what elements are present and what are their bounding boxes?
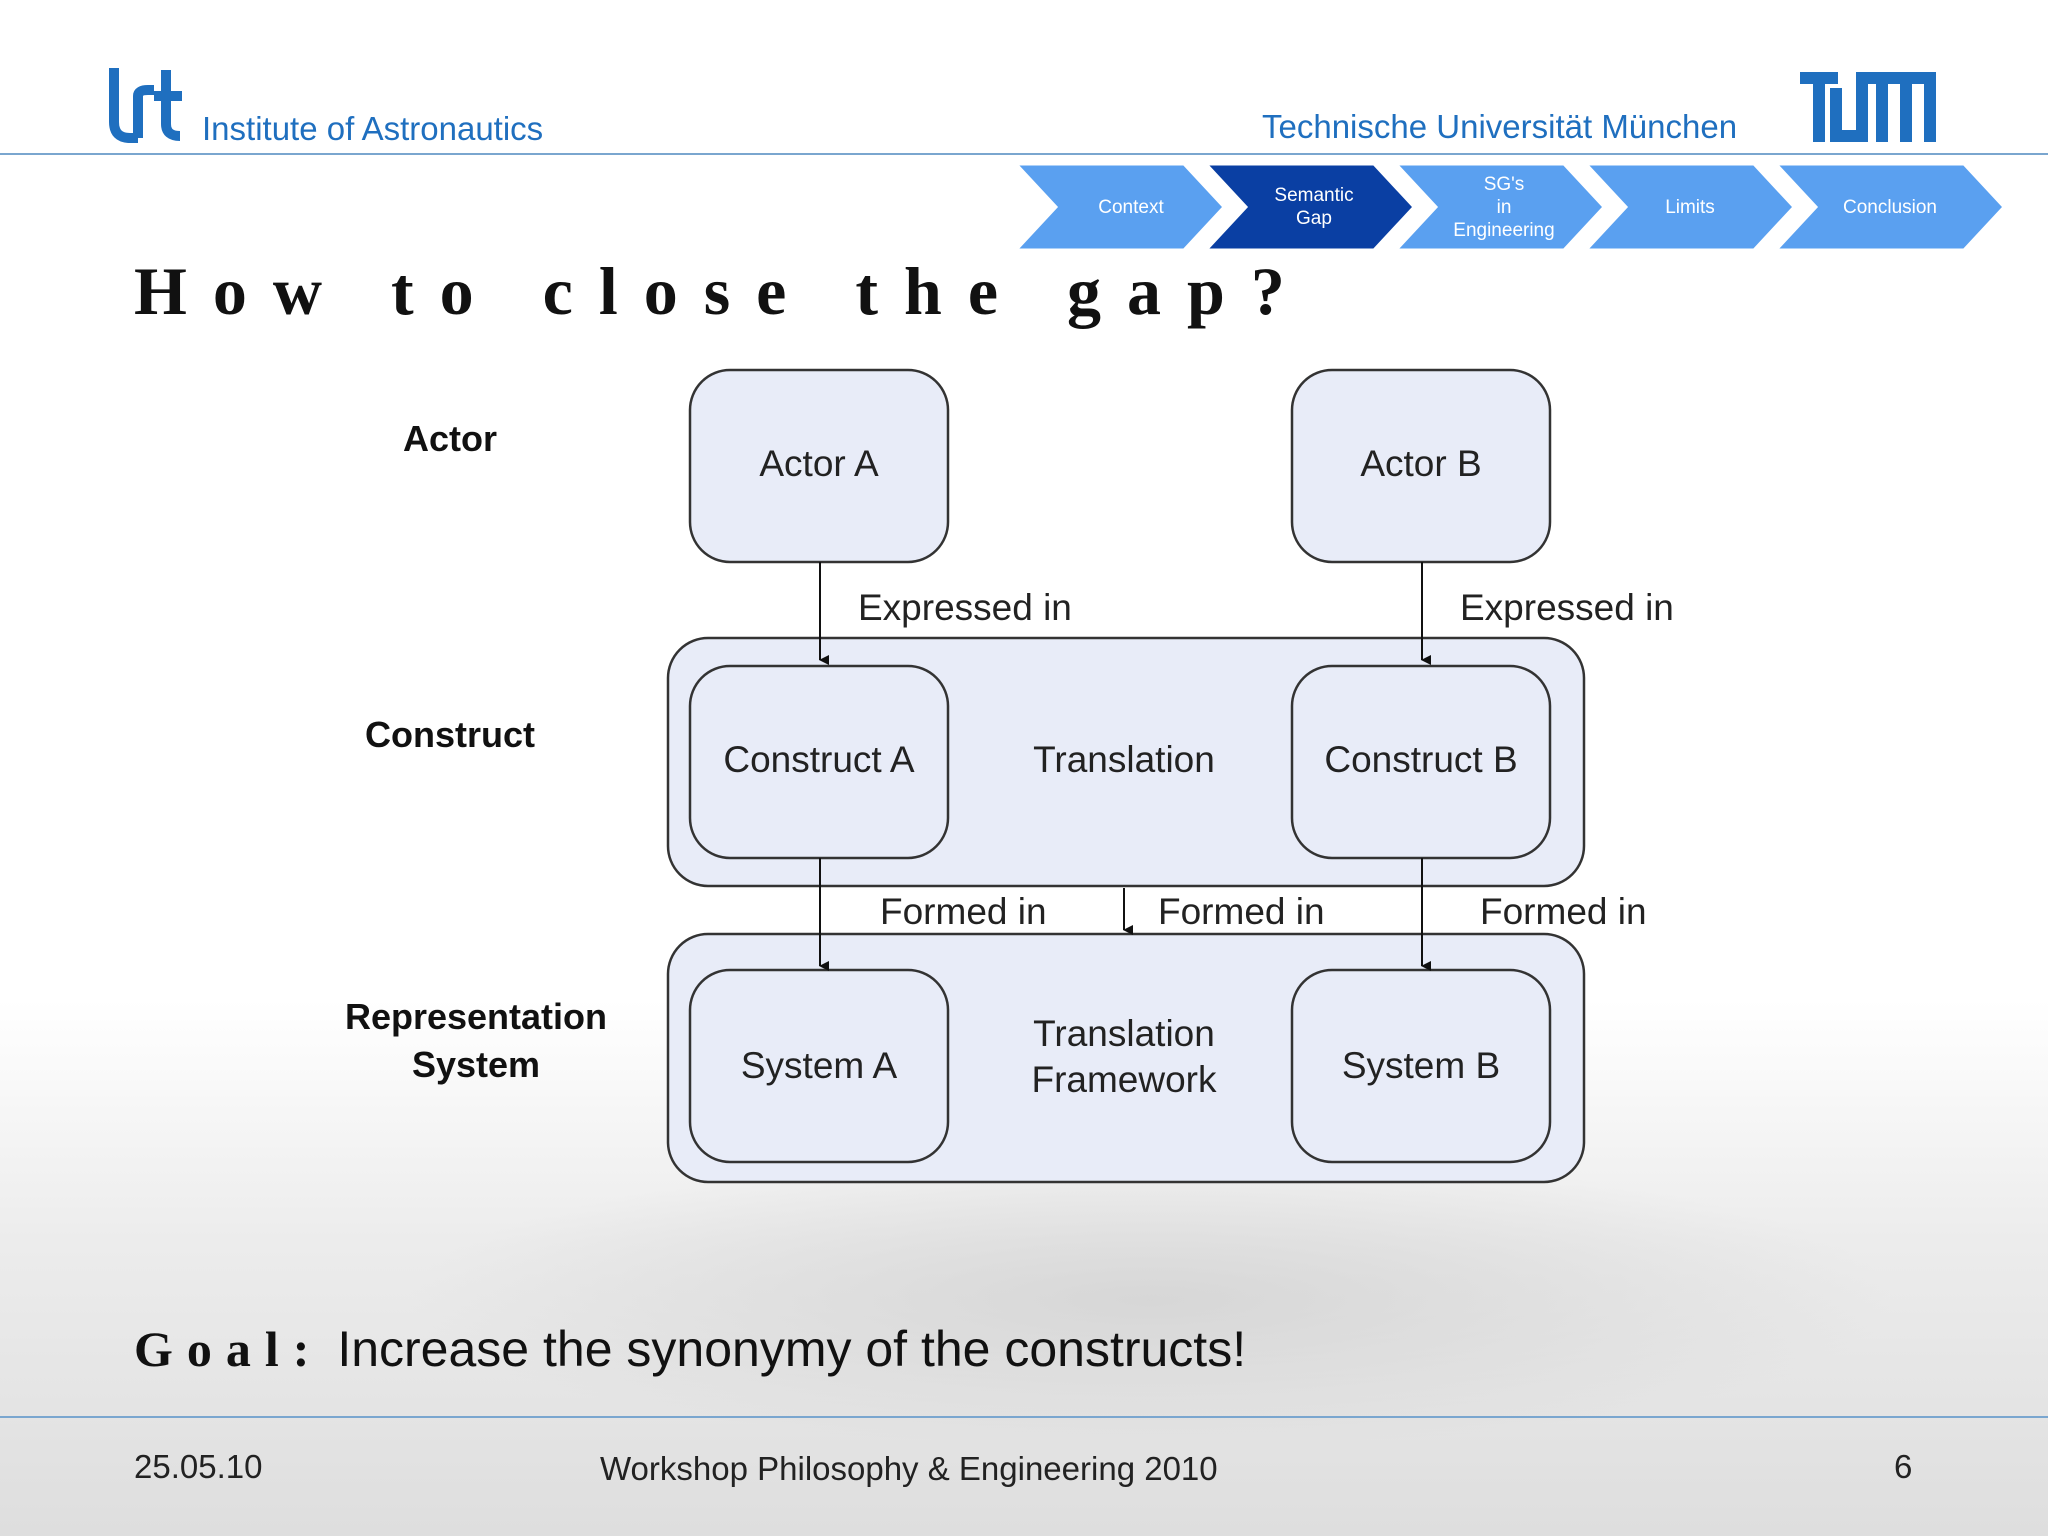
slide-title: How to close the gap? xyxy=(134,253,1311,329)
nav-chevrons xyxy=(1016,164,2006,250)
row-label-construct: Construct xyxy=(365,714,535,755)
nav-step-limits[interactable]: Limits xyxy=(1665,196,1715,218)
edge-label-formed-mid: Formed in xyxy=(1158,891,1325,932)
university-name: Technische Universität München xyxy=(1262,108,1738,145)
edge-label-expressed-b: Expressed in xyxy=(1460,587,1674,628)
row-label-representation-line2: System xyxy=(411,1044,541,1085)
framework-label-line2: Framework xyxy=(1031,1059,1217,1100)
actor-a-label: Actor A xyxy=(759,443,879,484)
footer-rule xyxy=(0,1416,2048,1418)
lrt-logo xyxy=(109,68,182,143)
nav-chevron-semantic-gap[interactable] xyxy=(1203,164,1417,250)
tum-logo xyxy=(1800,72,1936,142)
translation-label: Translation xyxy=(1033,739,1215,780)
system-b-label: System B xyxy=(1342,1045,1500,1086)
institute-name: Institute of Astronautics xyxy=(202,110,544,147)
edge-label-formed-b: Formed in xyxy=(1480,891,1647,932)
nav-chevron-limits[interactable] xyxy=(1583,164,1797,250)
construct-b-label: Construct B xyxy=(1324,739,1517,780)
row-label-representation-line1: Representation xyxy=(344,996,608,1037)
framework-label-line1: Translation xyxy=(1033,1013,1215,1054)
construct-a-label: Construct A xyxy=(723,739,915,780)
footer-title: Workshop Philosophy & Engineering 2010 xyxy=(600,1450,1218,1487)
edge-label-formed-a: Formed in xyxy=(880,891,1047,932)
actor-b-label: Actor B xyxy=(1360,443,1481,484)
edge-label-expressed-a: Expressed in xyxy=(858,587,1072,628)
page-number: 6 xyxy=(1894,1448,1913,1485)
row-label-actor: Actor xyxy=(402,418,497,459)
goal-statement: Goal: Increase the synonymy of the const… xyxy=(134,1320,1246,1378)
goal-text: Increase the synonymy of the constructs! xyxy=(323,1321,1247,1377)
footer-date: 25.05.10 xyxy=(134,1448,263,1485)
nav-step-context[interactable]: Context xyxy=(1098,196,1164,218)
nav-chevron-sgs-engineering[interactable] xyxy=(1393,164,1607,250)
nav-step-conclusion[interactable]: Conclusion xyxy=(1843,196,1937,218)
goal-key: Goal: xyxy=(134,1321,324,1377)
row-label-representation: Representation System xyxy=(316,996,636,1086)
nav-chevron-context[interactable] xyxy=(1016,164,1227,250)
background-cloud-shade xyxy=(400,1150,1900,1450)
nav-chevron-conclusion[interactable] xyxy=(1773,164,2006,250)
system-a-label: System A xyxy=(741,1045,898,1086)
header-rule xyxy=(0,153,2048,155)
